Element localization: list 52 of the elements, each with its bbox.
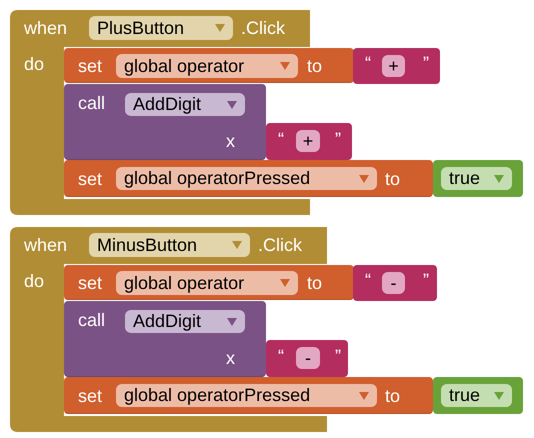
block-label: ” bbox=[335, 128, 341, 150]
block-label: call bbox=[78, 92, 106, 114]
procedure-call-block bbox=[64, 301, 266, 377]
text-field: - bbox=[296, 347, 320, 369]
block-label: set bbox=[78, 385, 102, 407]
block-label: “ bbox=[278, 128, 284, 150]
block-label: to bbox=[385, 385, 400, 407]
setter-block bbox=[64, 377, 433, 414]
dropdown: global operator bbox=[116, 54, 298, 78]
block-label: “ bbox=[278, 345, 284, 367]
dropdown: global operatorPressed bbox=[116, 167, 377, 190]
block-label: x bbox=[226, 347, 235, 369]
block-label: set bbox=[78, 168, 102, 190]
block-label: set bbox=[78, 272, 102, 294]
block-label: ” bbox=[335, 345, 341, 367]
setter-block bbox=[64, 265, 354, 300]
text-field: - bbox=[382, 272, 405, 294]
procedure-call-block bbox=[64, 84, 266, 160]
text-string-block bbox=[353, 265, 437, 301]
boolean-block bbox=[433, 160, 523, 197]
setter-block bbox=[64, 48, 354, 83]
text-string-block bbox=[266, 340, 348, 377]
block-label: do bbox=[24, 270, 44, 292]
block-label: “ bbox=[365, 269, 371, 291]
block-label: ” bbox=[423, 269, 429, 291]
block-label: x bbox=[226, 130, 235, 152]
dropdown: AddDigit bbox=[125, 93, 245, 116]
dropdown: true bbox=[441, 167, 512, 190]
dropdown: global operator bbox=[116, 271, 298, 295]
block-label: “ bbox=[365, 52, 371, 74]
block-label: set bbox=[78, 55, 102, 77]
block-label: .Click bbox=[241, 17, 285, 39]
dropdown: AddDigit bbox=[125, 310, 245, 333]
block-label: call bbox=[78, 309, 106, 331]
text-string-block bbox=[266, 123, 352, 160]
block-label: .Click bbox=[258, 234, 302, 256]
block-label: ” bbox=[423, 52, 429, 74]
setter-block bbox=[64, 160, 433, 197]
text-string-block bbox=[353, 48, 440, 84]
boolean-block bbox=[433, 377, 523, 414]
block-label: do bbox=[24, 53, 44, 75]
text-field: + bbox=[296, 130, 320, 152]
dropdown: global operatorPressed bbox=[116, 384, 377, 407]
block-label: to bbox=[385, 168, 400, 190]
text-field: + bbox=[382, 55, 405, 77]
dropdown: PlusButton bbox=[89, 16, 233, 40]
block-label: when bbox=[24, 234, 68, 256]
dropdown: true bbox=[441, 384, 512, 407]
block-label: to bbox=[307, 55, 322, 77]
block-label: to bbox=[307, 272, 322, 294]
dropdown: MinusButton bbox=[89, 233, 250, 257]
block-label: when bbox=[24, 17, 68, 39]
